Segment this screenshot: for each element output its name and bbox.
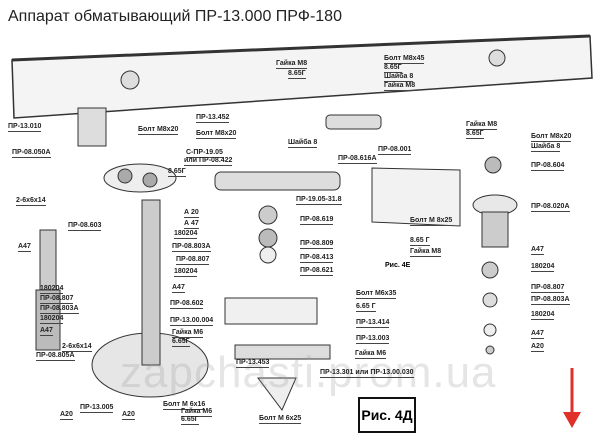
part-label: ПР-19.05-31.8 [296, 196, 342, 205]
figure-label: Рис. 4Д [358, 397, 416, 433]
part-label: Болт М 6х25 [259, 415, 302, 424]
part-label: 2-6х6х14 [62, 343, 92, 352]
part-label: Гайка М6 [181, 408, 213, 417]
knob-604 [484, 156, 502, 174]
part-label: 6.65Г [181, 416, 199, 425]
part-label: ПР-13.00.004 [170, 317, 214, 326]
part-label: ПР-08.803А [172, 243, 211, 252]
part-label: А47 [18, 243, 31, 252]
bracket [77, 107, 107, 147]
bracket-13301 [257, 377, 297, 411]
chain [214, 171, 341, 191]
part-label: С-ПР-19.05 [186, 149, 223, 158]
part-label: ПР-08.050А [12, 149, 51, 158]
part-label: 180204 [174, 268, 198, 277]
part-label: ПР-08.619 [300, 216, 334, 225]
part-label: Болт М8х45 [384, 55, 425, 64]
part-label: 2-6х6х14 [16, 197, 46, 206]
part-label: Болт М8х20 [138, 126, 179, 135]
part-label: А47 [40, 327, 53, 336]
housing-050a [103, 163, 177, 193]
part-label: ПР-13.010 [8, 123, 42, 132]
part-label: ПР-08.805А [36, 352, 75, 361]
part-label: или ПР-08.422 [184, 157, 233, 166]
part-label: ПР-13.414 [356, 319, 390, 328]
part-label: ПР-08.603 [68, 222, 102, 231]
part-label: 6.65Г [172, 338, 190, 347]
part-label: А20 [60, 411, 73, 420]
frame-hole [120, 70, 140, 90]
part-label: ПР-08.602 [170, 300, 204, 309]
part-label: ПР-08.807 [176, 256, 210, 265]
plate-13414 [224, 297, 318, 325]
part-label: Шайба 8 [531, 143, 561, 152]
part-label: ПР-08.807 [40, 295, 74, 304]
part-label: ПР-08.803А [531, 296, 570, 305]
part-label: А47 [531, 330, 544, 339]
part-label: А20 [531, 343, 544, 352]
part-label: А47 [172, 284, 185, 293]
part-label: ПР-08.803А [40, 305, 79, 314]
part-label: ПР-13.003 [356, 335, 390, 344]
bearing-stack-left [35, 289, 61, 351]
plate-08001 [325, 114, 382, 130]
part-label: 6.65 Г [356, 303, 376, 312]
plate-13003 [234, 344, 331, 360]
part-label: ПР-13.005 [80, 404, 114, 413]
part-label: ПР-13.452 [196, 114, 230, 123]
part-label: Шайба 8 [288, 139, 318, 148]
part-label: 8.65Г [384, 64, 402, 73]
part-label: 8.65Г [168, 168, 186, 177]
part-label: 180204 [40, 315, 64, 324]
part-label: 8.65 Г [410, 237, 430, 246]
figure-label-secondary: Рис. 4Е [385, 262, 411, 269]
part-label: 180204 [531, 311, 555, 320]
part-label: Болт М8х20 [196, 130, 237, 139]
part-label: ПР-08.413 [300, 254, 334, 263]
part-label: А20 [122, 411, 135, 420]
diagram-title: Аппарат обматывающий ПР-13.000 ПРФ-180 [8, 8, 342, 25]
part-label: Гайка М6 [172, 329, 204, 338]
part-label: ПР-08.001 [378, 146, 412, 155]
part-label: Гайка М8 [384, 82, 416, 91]
part-label: 180204 [531, 263, 555, 272]
watermark: zapchasti.prom.ua [120, 348, 497, 397]
part-label: ПР-08.616А [338, 155, 377, 164]
part-label: А 47 [184, 220, 199, 229]
part-label: ПР-13.301 или ПР-13.00.030 [320, 369, 414, 378]
part-label: ПР-08.020А [531, 203, 570, 212]
plate-4e [371, 167, 461, 227]
frame-hole [488, 49, 506, 67]
shaft-603 [39, 229, 57, 291]
part-label: Гайка М8 [466, 121, 498, 130]
part-label: 8.65Г [288, 70, 306, 79]
part-label: Гайка М8 [276, 60, 308, 69]
part-label: 180204 [40, 285, 64, 294]
part-label: 180204 [174, 230, 198, 239]
part-label: 8.65Г [466, 130, 484, 139]
center-shaft [141, 199, 161, 366]
part-label: Гайка М6 [355, 350, 387, 359]
part-label: Шайба 8 [384, 73, 414, 82]
part-label: ПР-08.809 [300, 240, 334, 249]
part-label: Болт М8х20 [531, 133, 572, 142]
part-label: ПР-08.621 [300, 267, 334, 276]
part-label: А47 [531, 246, 544, 255]
part-label: ПР-13.453 [236, 359, 270, 368]
part-label: А 20 [184, 209, 199, 218]
part-label: ПР-08.604 [531, 162, 565, 171]
part-label: Гайка М8 [410, 248, 442, 257]
part-label: Болт М6х35 [356, 290, 397, 299]
part-label: Болт М 8х25 [410, 217, 453, 226]
part-label: ПР-08.807 [531, 284, 565, 293]
part-label: Болт М 6х16 [163, 401, 206, 410]
